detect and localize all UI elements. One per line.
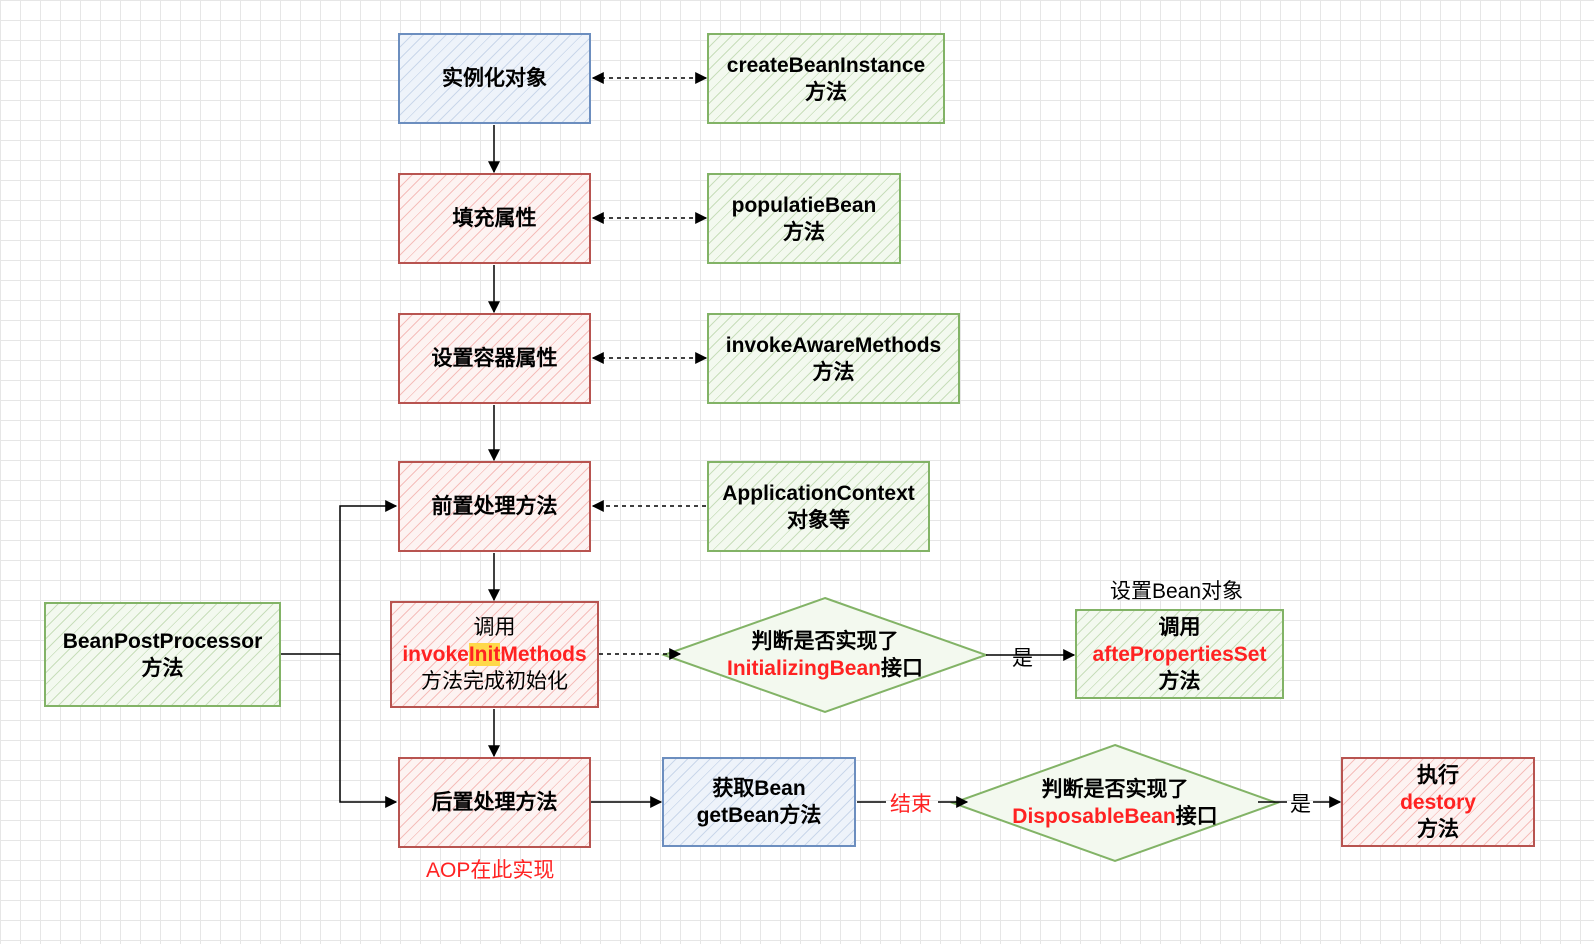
populate-bean-node[interactable]: populatieBean 方法 [707,173,901,264]
pre-process-label: 前置处理方法 [431,495,558,518]
bean-post-processor-line1: BeanPostProcessor [62,629,263,653]
get-bean-line1: 获取Bean [712,777,806,800]
check-initializing-text: 判断是否实现了 InitializingBean接口 [664,612,986,698]
invoke-aware-line2: 方法 [812,360,855,384]
after-properties-node[interactable]: 调用 aftePropertiesSet 方法 [1075,609,1284,699]
after-properties-line2: aftePropertiesSet [1092,642,1267,666]
check-disposable-suffix: 接口 [1175,805,1218,828]
check-initializing-line1: 判断是否实现了 [751,630,899,653]
bean-post-processor-line2: 方法 [141,656,184,680]
edge-label-yes-disposable: 是 [1290,793,1311,816]
populate-bean-line1: populatieBean [731,193,877,217]
after-properties-line1: 调用 [1158,615,1201,639]
pre-process-node[interactable]: 前置处理方法 [398,461,591,552]
invoke-init-method-prefix: invoke [402,643,469,666]
populate-node[interactable]: 填充属性 [398,173,591,264]
invoke-init-node[interactable]: 调用 invokeInitMethods 方法完成初始化 [390,601,599,708]
check-disposable-line1: 判断是否实现了 [1041,778,1189,801]
edge-label-end: 结束 [890,793,932,816]
after-properties-top-label: 设置Bean对象 [1110,580,1244,603]
invoke-aware-line1: invokeAwareMethods [725,333,942,357]
check-initializing-suffix: 接口 [881,657,923,680]
destroy-line2: destory [1400,790,1476,814]
destroy-node[interactable]: 执行 destory 方法 [1341,757,1535,847]
app-context-node[interactable]: ApplicationContext 对象等 [707,461,930,552]
invoke-init-method: invokeInitMethods [402,641,587,668]
invoke-init-method-suffix: Methods [500,643,587,666]
populate-bean-line2: 方法 [783,220,825,244]
invoke-init-method-highlight: Init [468,643,501,666]
set-container-label: 设置容器属性 [431,347,558,370]
invoke-init-line3: 方法完成初始化 [421,670,568,693]
post-process-node[interactable]: 后置处理方法 [398,757,591,848]
check-initializing-iface: InitializingBean [726,657,881,680]
destroy-line1: 执行 [1417,763,1459,787]
invoke-aware-node[interactable]: invokeAwareMethods 方法 [707,313,960,404]
aop-note: AOP在此实现 [426,859,555,882]
post-process-label: 后置处理方法 [431,791,558,814]
app-context-line2: 对象等 [787,508,850,532]
instantiate-node[interactable]: 实例化对象 [398,33,591,124]
check-initializing-line2: InitializingBean接口 [727,655,923,682]
destroy-line3: 方法 [1417,817,1459,841]
check-disposable-line2: DisposableBean接口 [1012,803,1217,830]
edge-bpp-to-pre-process [281,500,398,655]
get-bean-node[interactable]: 获取Bean getBean方法 [662,757,856,847]
check-disposable-iface: DisposableBean [1012,805,1176,828]
invoke-init-line1: 调用 [473,616,516,639]
check-initializing-diamond[interactable] [661,596,989,714]
check-disposable-diamond[interactable] [950,743,1280,863]
after-properties-line3: 方法 [1158,669,1201,693]
create-bean-instance-line2: 方法 [805,80,847,104]
populate-label: 填充属性 [452,207,537,230]
set-container-node[interactable]: 设置容器属性 [398,313,591,404]
bean-post-processor-node[interactable]: BeanPostProcessor 方法 [44,602,281,707]
create-bean-instance-node[interactable]: createBeanInstance 方法 [707,33,945,124]
edge-bpp-to-post-process [339,654,398,808]
app-context-line1: ApplicationContext [722,481,915,505]
edge-label-yes-initializing: 是 [1012,647,1033,670]
get-bean-line2: getBean方法 [696,804,822,827]
instantiate-label: 实例化对象 [442,67,547,90]
create-bean-instance-line1: createBeanInstance [726,53,926,77]
check-disposable-text: 判断是否实现了 DisposableBean接口 [953,760,1277,846]
